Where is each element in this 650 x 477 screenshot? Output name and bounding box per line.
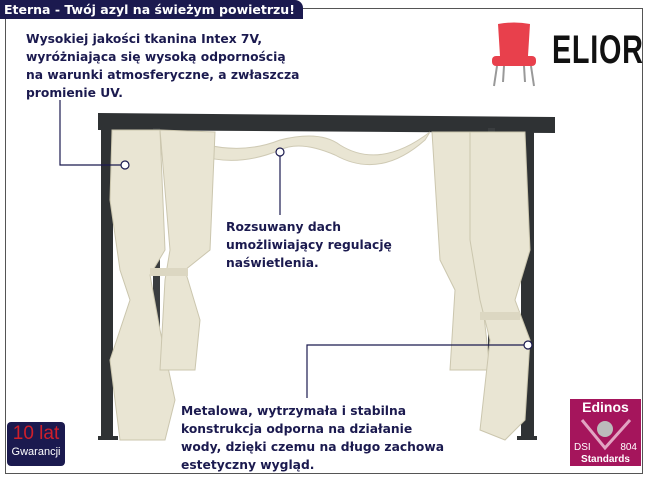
callout-text-roof: Rozsuwany dach umożliwiający regulację n… [224, 218, 394, 272]
text-line: konstrukcja odporna na działanie [181, 422, 413, 436]
tieback-right [480, 312, 520, 320]
callout-dot-frame [523, 340, 533, 350]
callout-dot-fabric [120, 160, 130, 170]
text-line: wody, dzięki czemu na długo zachowa [181, 440, 445, 454]
warranty-badge: 10 lat Gwarancji [7, 422, 65, 466]
certificate-title: Edinos [582, 399, 629, 415]
text-line: Metalowa, wytrzymała i stabilna [181, 404, 407, 418]
text-line: wyróżniająca się wysoką odpornością [26, 50, 286, 64]
text-line: naświetlenia. [226, 256, 319, 270]
certificate-bottom: Standards [581, 454, 630, 465]
text-line: na warunki atmosferyczne, a zwłaszcza [26, 68, 300, 82]
curtain-right-front [469, 131, 531, 441]
text-line: umożliwiający regulację [226, 238, 392, 252]
check-v-icon [580, 419, 632, 451]
text-line: Wysokiej jakości tkanina Intex 7V, [26, 32, 263, 46]
warranty-years: 10 lat [12, 423, 60, 444]
callout-line-frame [306, 344, 525, 398]
certificate-right: 804 [620, 442, 637, 453]
tieback-left [150, 268, 188, 276]
brand-logo: ELIOR [552, 28, 644, 72]
curtain-left-front [109, 129, 176, 441]
callout-line-fabric [59, 100, 123, 166]
text-line: estetyczny wygląd. [181, 458, 315, 472]
callout-dot-roof [275, 147, 285, 157]
warranty-label: Gwarancji [11, 446, 61, 458]
header-title: Eterna - Twój azyl na świeżym powietrzu! [0, 0, 303, 19]
red-chair-icon [492, 22, 536, 87]
roof-fabric [167, 131, 431, 166]
curtain-left-back [159, 129, 216, 371]
text-line: promienie UV. [26, 86, 123, 100]
callout-text-fabric: Wysokiej jakości tkanina Intex 7V, wyróż… [26, 30, 299, 102]
top-beam [98, 113, 555, 133]
text-line: Rozsuwany dach [226, 220, 342, 234]
content-frame [5, 8, 643, 474]
certificate-badge: Edinos DSI 804 Standards [570, 399, 641, 466]
certificate-left: DSI [574, 442, 591, 453]
callout-text-frame: Metalowa, wytrzymała i stabilna konstruk… [181, 402, 444, 474]
